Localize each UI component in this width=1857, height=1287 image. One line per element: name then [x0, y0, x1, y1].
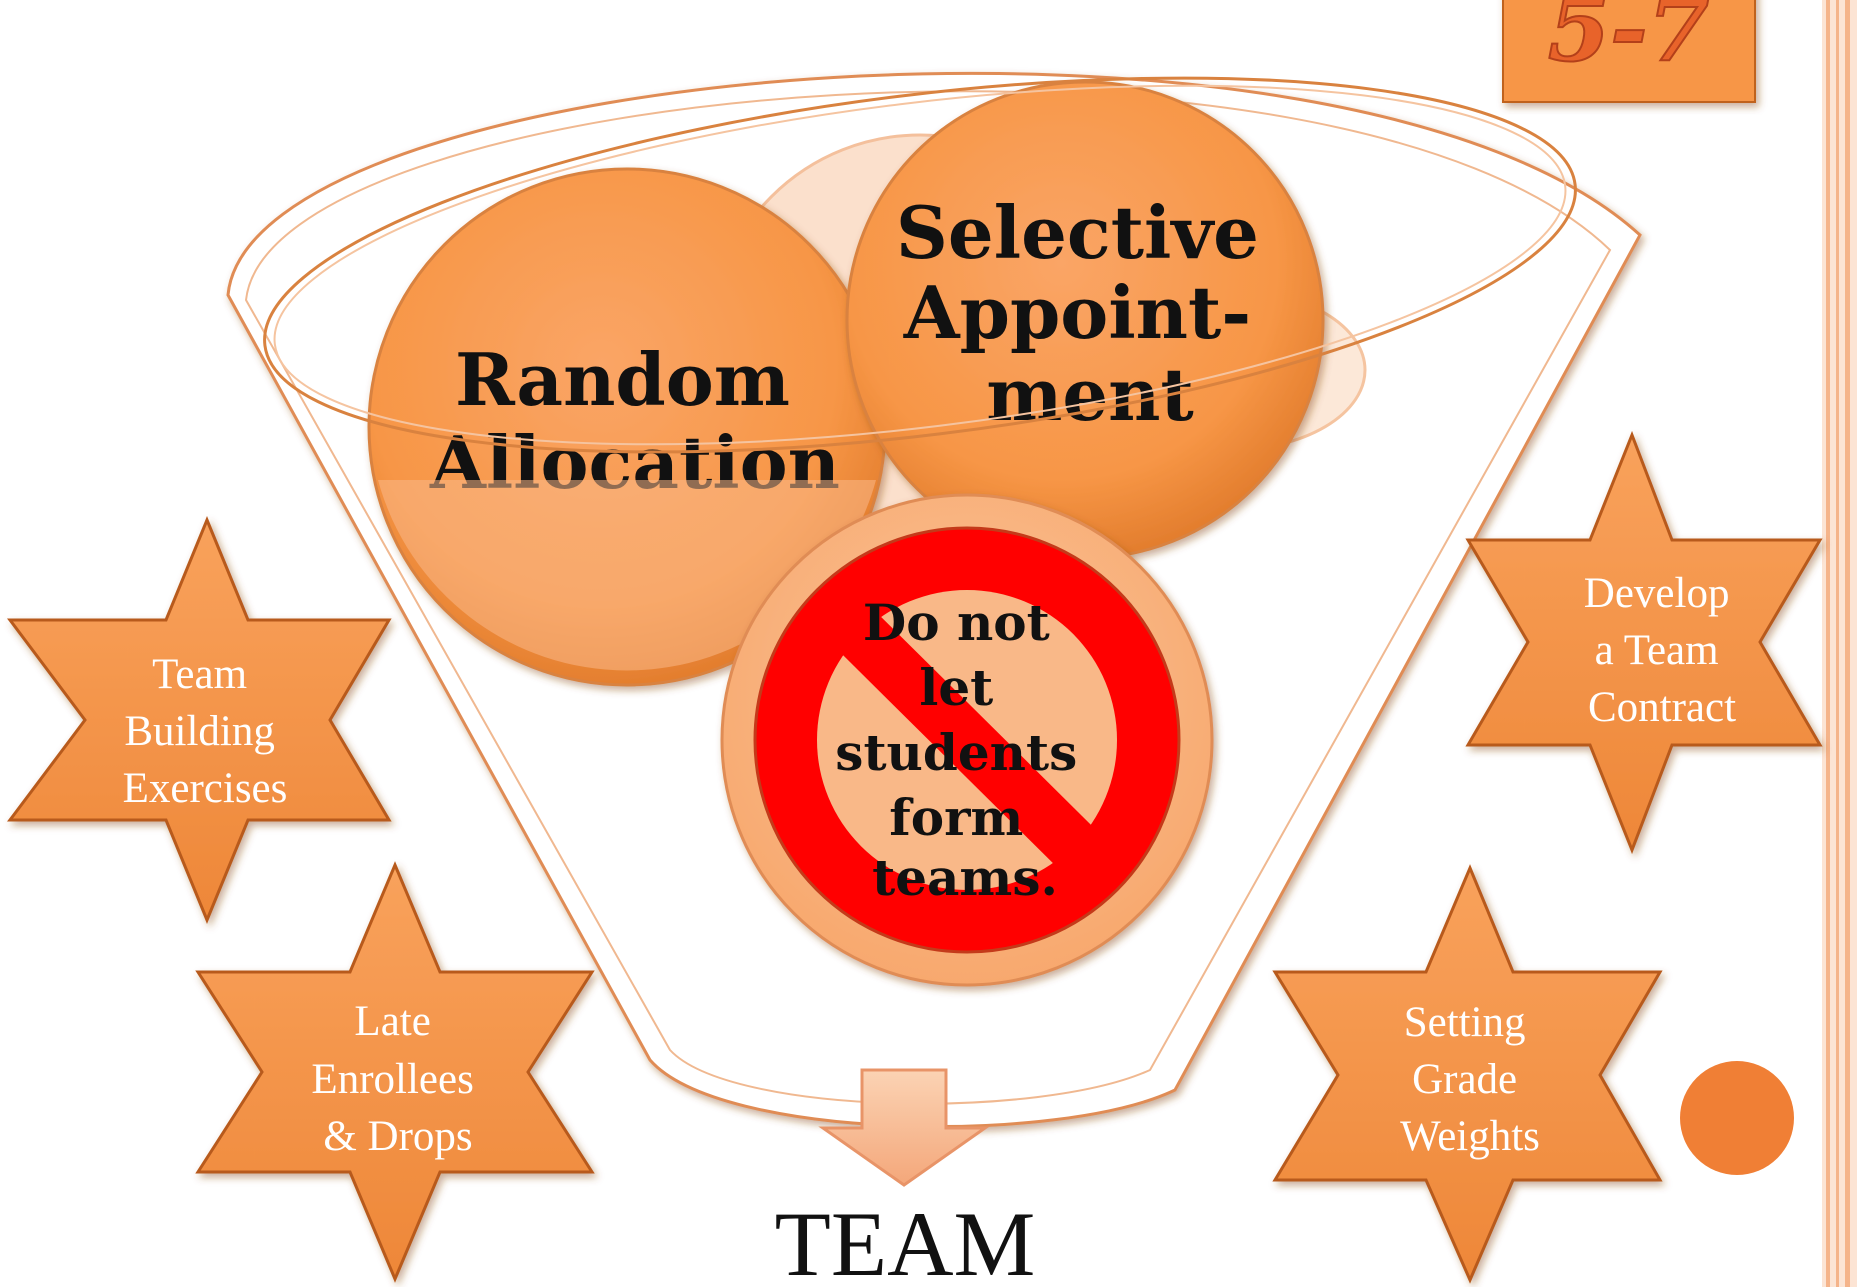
- star-team-building-line-2: Building: [124, 708, 275, 755]
- decorative-orange-dot: [1680, 1061, 1794, 1175]
- star-late-enrollees-line-1: Late: [354, 998, 430, 1045]
- no-entry-sign-icon: [753, 526, 1181, 954]
- selective-line-1: Selective: [896, 190, 1259, 275]
- svg-text:Team Building Exer: Team Building Exercises: [123, 651, 288, 812]
- svg-text:Do not let student: Do not let students form teams.: [835, 593, 1094, 907]
- star-team-contract-line-1: Develop: [1584, 570, 1730, 617]
- prohibited-line-4: form: [889, 788, 1023, 847]
- arrow-down-icon: [818, 1068, 990, 1187]
- selective-appointment-circle: Selective Appoint- ment: [845, 80, 1325, 560]
- star-late-enrollees-line-3: & Drops: [323, 1113, 472, 1160]
- prohibited-line-1: Do not: [863, 593, 1050, 652]
- selective-line-2: Appoint-: [903, 270, 1251, 355]
- slide-number-text: 5-7: [1548, 0, 1711, 82]
- svg-text:Develop a Team Con: Develop a Team Contract: [1584, 570, 1740, 731]
- team-output-label: TEAM: [775, 1193, 1036, 1287]
- random-line-1: Random: [455, 337, 790, 422]
- star-team-contract-line-3: Contract: [1588, 684, 1736, 731]
- star-team-building: Team Building Exercises: [7, 516, 392, 924]
- svg-text:Late Enrollees & D: Late Enrollees & Drops: [311, 998, 484, 1160]
- funnel-rim: [263, 76, 1577, 454]
- star-grade-weights: Setting Grade Weights: [1272, 864, 1663, 1284]
- prohibited-line-5: teams.: [872, 848, 1058, 907]
- prohibited-line-2: let: [919, 658, 993, 717]
- star-grade-weights-line-3: Weights: [1400, 1113, 1540, 1160]
- star-late-enrollees: Late Enrollees & Drops: [195, 861, 595, 1283]
- star-team-contract: Develop a Team Contract: [1465, 430, 1823, 855]
- right-border-stripes: [1822, 0, 1857, 1287]
- star-team-building-line-1: Team: [152, 651, 247, 698]
- svg-text:Random Allocation: Random Allocation: [429, 337, 840, 505]
- star-grade-weights-line-2: Grade: [1412, 1056, 1517, 1103]
- svg-text:Setting Grade Weig: Setting Grade Weights: [1400, 999, 1540, 1160]
- star-team-contract-line-2: a Team: [1595, 627, 1719, 674]
- star-late-enrollees-line-2: Enrollees: [311, 1056, 473, 1103]
- prohibited-line-3: students: [835, 723, 1077, 782]
- slide-number-badge: 5-7: [1502, 0, 1756, 103]
- star-grade-weights-line-1: Setting: [1404, 999, 1526, 1046]
- svg-text:Selective Appoint-: Selective Appoint- ment: [896, 190, 1284, 437]
- star-team-building-line-3: Exercises: [123, 765, 288, 812]
- prohibited-circle: Do not let students form teams.: [720, 493, 1214, 987]
